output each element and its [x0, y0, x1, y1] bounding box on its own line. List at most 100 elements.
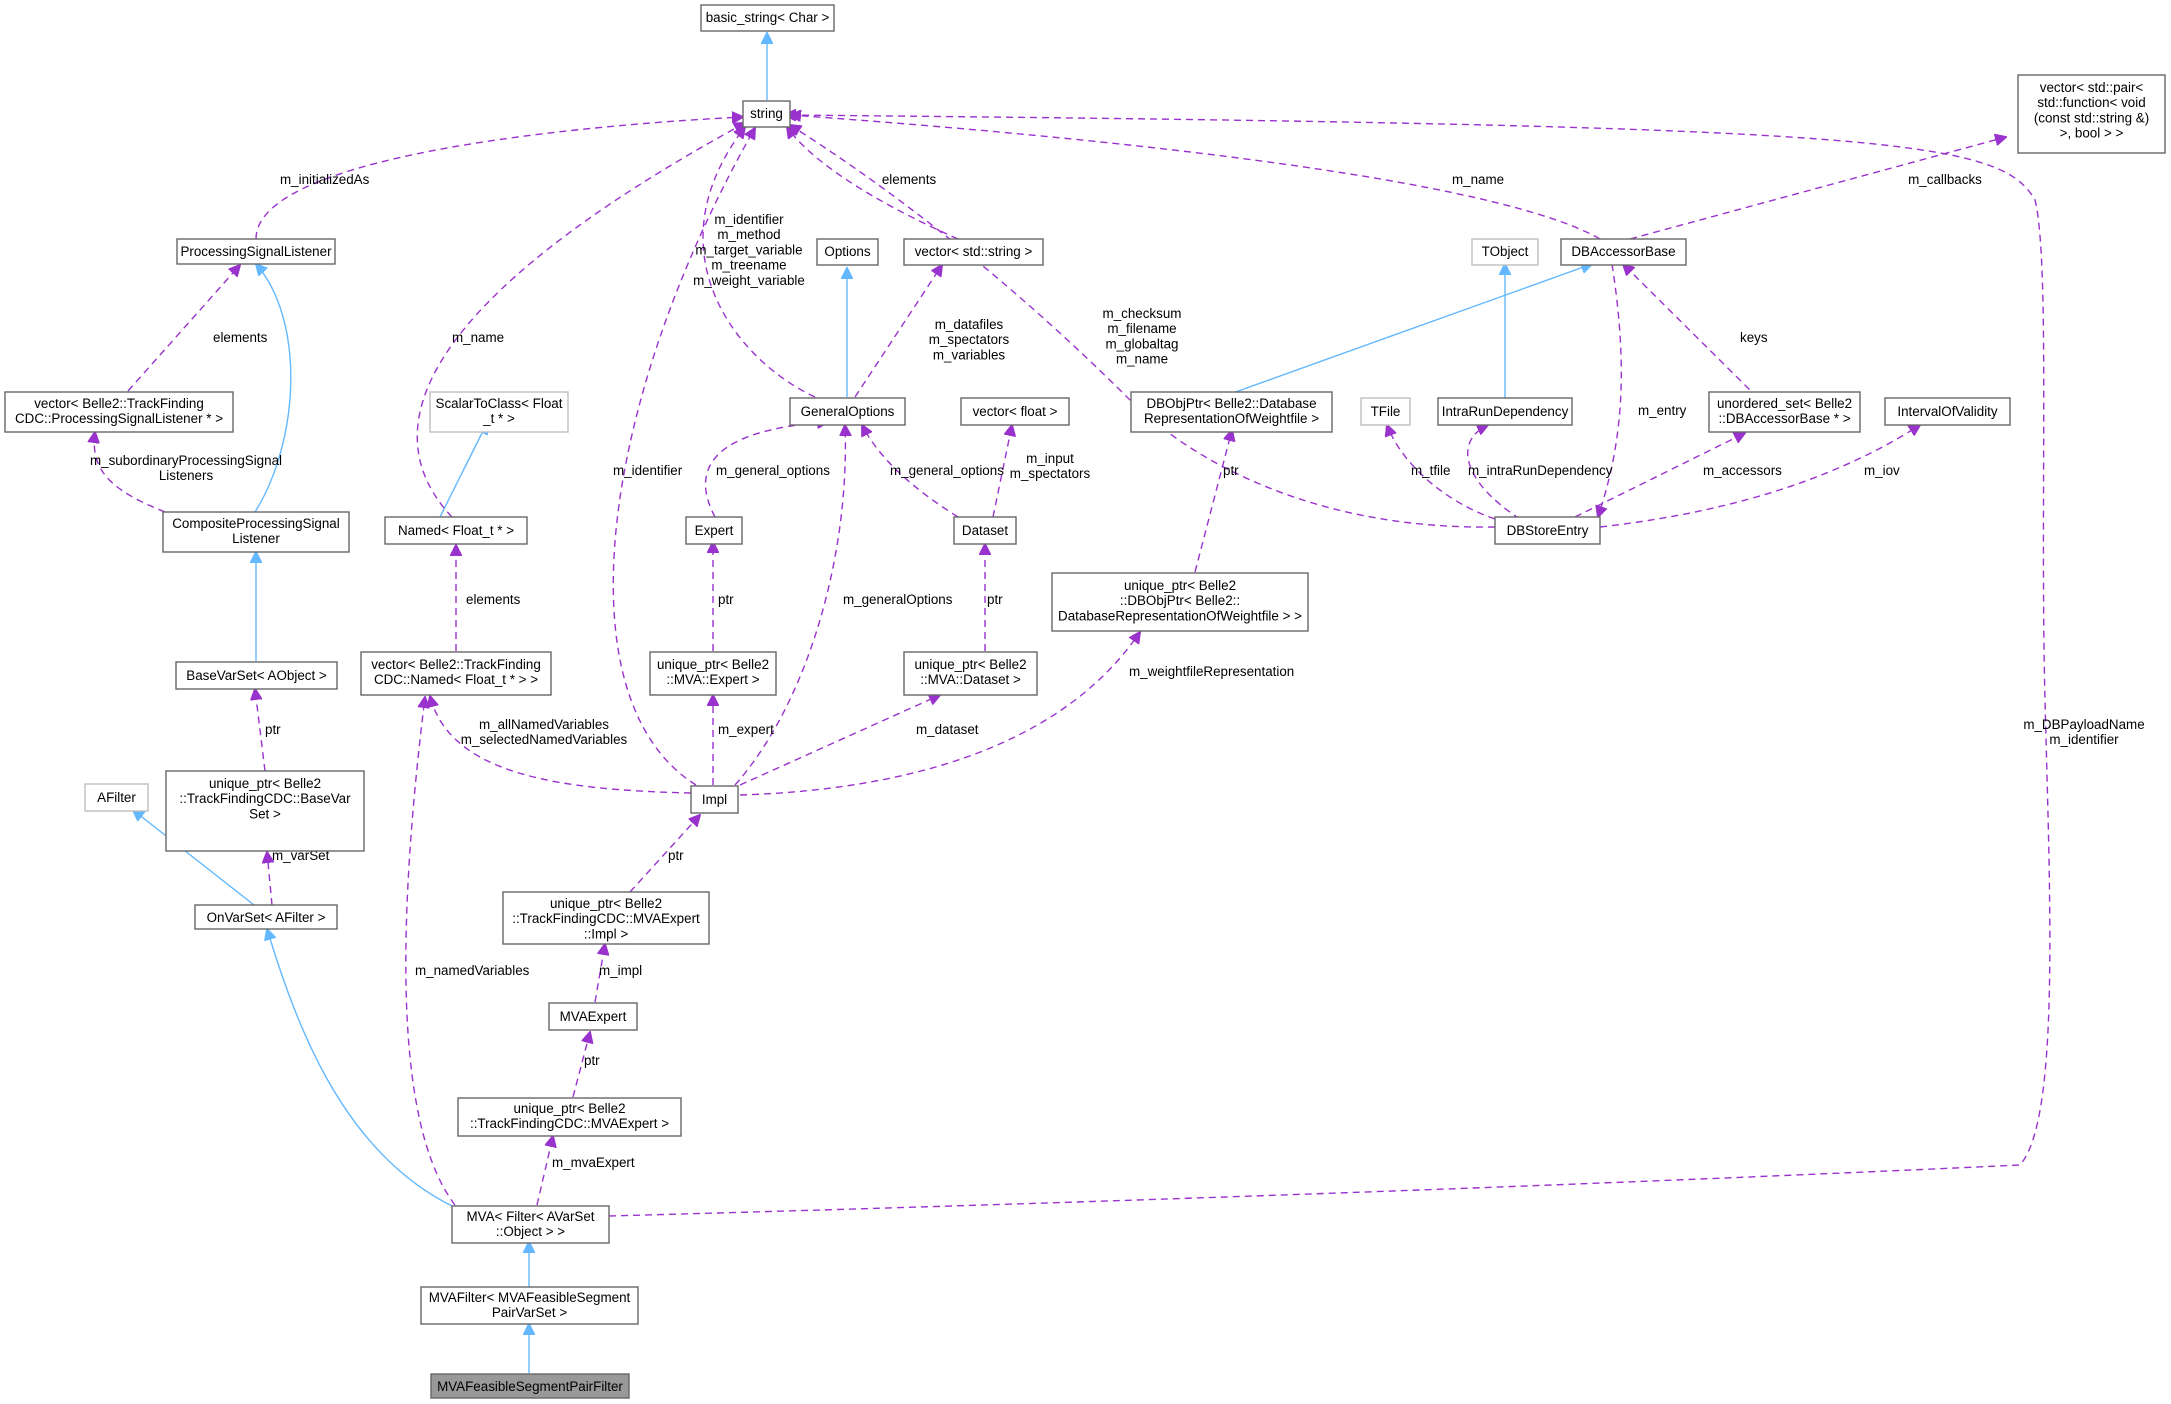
- edge-label: ptr: [718, 592, 734, 607]
- node-mva-filter-avarset[interactable]: MVA< Filter< AVarSet::Object > >: [451, 1205, 610, 1244]
- node-unique-ptr-dataset[interactable]: unique_ptr< Belle2::MVA::Dataset >: [903, 651, 1038, 696]
- node-label: OnVarSet< AFilter >: [207, 910, 326, 925]
- node-label: basic_string< Char >: [706, 10, 830, 25]
- edge-inherit-on-var-set: [133, 810, 255, 906]
- edge-label: m_generalOptions: [843, 592, 953, 607]
- node-mva-feasible-segment-pair-filter[interactable]: MVAFeasibleSegmentPairFilter: [430, 1373, 630, 1399]
- node-unique-ptr-impl[interactable]: unique_ptr< Belle2::TrackFindingCDC::MVA…: [502, 891, 710, 945]
- node-afilter[interactable]: AFilter: [84, 783, 149, 812]
- node-dataset[interactable]: Dataset: [953, 516, 1017, 545]
- node-named-float[interactable]: Named< Float_t * >: [384, 516, 528, 545]
- edge-use-m-intra-run-dependency: [1467, 425, 1521, 520]
- edge-use-m-identifier-group: [702, 127, 816, 398]
- edge-use-m-named-variables: [405, 697, 456, 1206]
- edge-use-elements-listener: [127, 265, 240, 392]
- edge-use-m-var-set: [267, 852, 272, 906]
- node-unordered-set[interactable]: unordered_set< Belle2::DBAccessorBase * …: [1708, 391, 1861, 433]
- node-label: Dataset: [962, 523, 1008, 538]
- node-label: unique_ptr< Belle2::MVA::Dataset >: [914, 657, 1026, 687]
- node-label: unique_ptr< Belle2::TrackFindingCDC::MVA…: [470, 1101, 669, 1131]
- edge-use-m-entry: [1598, 263, 1622, 517]
- node-label: vector< std::string >: [915, 244, 1033, 259]
- node-vector-pair-function[interactable]: vector< std::pair<std::function< void(co…: [2017, 74, 2166, 154]
- node-basic-string[interactable]: basic_string< Char >: [700, 4, 835, 32]
- edge-use-ptr-base-var-set: [255, 689, 266, 772]
- node-db-store-entry[interactable]: DBStoreEntry: [1494, 516, 1601, 545]
- node-on-var-set[interactable]: OnVarSet< AFilter >: [194, 904, 338, 930]
- edge-label: m_dataset: [916, 722, 979, 737]
- edge-use-keys: [1623, 264, 1759, 399]
- edge-label: elements: [466, 592, 521, 607]
- edge-use-m-iov: [1599, 425, 1920, 528]
- edge-use-m-dataset: [739, 695, 940, 786]
- edge-use-m-mva-expert: [536, 1136, 553, 1206]
- node-label: Expert: [695, 523, 734, 538]
- node-label: MVA< Filter< AVarSet::Object > >: [467, 1209, 595, 1239]
- node-unique-ptr-expert[interactable]: unique_ptr< Belle2::MVA::Expert >: [649, 651, 777, 696]
- edge-label: ptr: [265, 722, 281, 737]
- edge-use-m-general-options-dataset: [862, 425, 959, 518]
- edge-label: m_name: [452, 330, 504, 345]
- edge-label: ptr: [1223, 463, 1239, 478]
- edge-use-m-initialized-as: [255, 117, 743, 240]
- edge-label: m_iov: [1864, 463, 1900, 478]
- node-tfile[interactable]: TFile: [1360, 397, 1411, 426]
- node-db-accessor-base[interactable]: DBAccessorBase: [1560, 238, 1687, 266]
- edge-label: m_initializedAs: [280, 172, 370, 187]
- node-label: unique_ptr< Belle2::DBObjPtr< Belle2::Da…: [1058, 578, 1302, 623]
- node-vector-float[interactable]: vector< float >: [960, 397, 1070, 426]
- edge-label: m_intraRunDependency: [1468, 463, 1613, 478]
- node-label: unique_ptr< Belle2::TrackFindingCDC::MVA…: [512, 896, 700, 941]
- edge-label: keys: [1740, 330, 1768, 345]
- edge-label: m_impl: [599, 963, 642, 978]
- node-unique-ptr-db-obj-ptr[interactable]: unique_ptr< Belle2::DBObjPtr< Belle2::Da…: [1051, 572, 1309, 632]
- node-label: DBStoreEntry: [1507, 523, 1589, 538]
- node-base-var-set[interactable]: BaseVarSet< AObject >: [175, 661, 338, 690]
- node-processing-signal-listener[interactable]: ProcessingSignalListener: [176, 238, 336, 265]
- edge-label: ptr: [987, 592, 1003, 607]
- node-string[interactable]: string: [742, 100, 791, 128]
- edge-label: elements: [213, 330, 268, 345]
- node-label: ScalarToClass< Float_t * >: [436, 396, 563, 426]
- node-general-options[interactable]: GeneralOptions: [789, 397, 906, 426]
- node-interval-of-validity[interactable]: IntervalOfValidity: [1884, 397, 2011, 426]
- edge-use-m-datafiles-group: [854, 265, 942, 398]
- node-label: vector< float >: [973, 404, 1058, 419]
- node-vector-std-string[interactable]: vector< std::string >: [903, 238, 1044, 266]
- edge-use-m-general-options-expert: [704, 422, 828, 518]
- node-label: DBAccessorBase: [1571, 244, 1675, 259]
- edge-label: m_name: [1452, 172, 1504, 187]
- node-expert[interactable]: Expert: [685, 516, 743, 545]
- node-unique-ptr-base-var-set[interactable]: unique_ptr< Belle2::TrackFindingCDC::Bas…: [165, 770, 365, 852]
- edge-use-m-accessors: [1574, 433, 1745, 518]
- edge-use-m-input-group: [992, 425, 1012, 518]
- edge-label: m_identifier: [613, 463, 683, 478]
- edges: [94, 33, 2051, 1373]
- node-options[interactable]: Options: [816, 238, 879, 266]
- node-tobject[interactable]: TObject: [1471, 238, 1539, 266]
- node-label: MVAFeasibleSegmentPairFilter: [437, 1379, 623, 1394]
- node-impl[interactable]: Impl: [690, 785, 739, 814]
- node-mva-expert[interactable]: MVAExpert: [548, 1002, 638, 1031]
- edge-use-ptr-impl: [629, 815, 700, 893]
- node-scalar-to-class[interactable]: ScalarToClass< Float_t * >: [429, 391, 569, 433]
- edge-label: elements: [882, 172, 937, 187]
- edge-label: m_entry: [1638, 403, 1687, 418]
- node-unique-ptr-mva-expert[interactable]: unique_ptr< Belle2::TrackFindingCDC::MVA…: [457, 1097, 682, 1137]
- edge-inherit-mva-filter-avarset: [267, 929, 453, 1207]
- node-intra-run-dependency[interactable]: IntraRunDependency: [1437, 397, 1573, 426]
- edge-label: m_callbacks: [1908, 172, 1982, 187]
- node-label: IntervalOfValidity: [1897, 404, 1998, 419]
- nodes: basic_string< Char > string vector< std:…: [4, 4, 2166, 1399]
